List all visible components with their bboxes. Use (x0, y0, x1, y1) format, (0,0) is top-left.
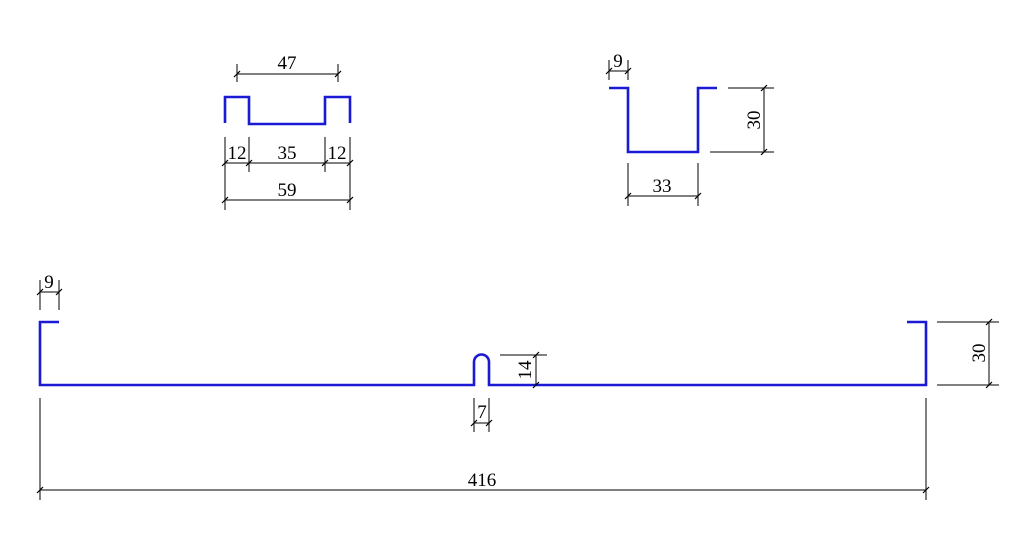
dimension-416: 416 (36, 398, 930, 500)
dimension-row-12-35-12: 12 35 12 (221, 137, 354, 172)
dimension-30-top-label: 30 (744, 111, 765, 130)
dimension-7-label: 7 (477, 402, 487, 423)
dimension-7: 7 (470, 398, 493, 432)
dimension-416-label: 416 (468, 470, 497, 491)
dimension-14-label: 14 (515, 360, 536, 380)
dimension-9-top-label: 9 (613, 51, 623, 72)
dimension-30-main-label: 30 (969, 344, 990, 363)
dimension-33: 33 (624, 163, 702, 206)
dimension-right-lip-label: 12 (328, 143, 347, 164)
dimension-47-label: 47 (278, 53, 297, 74)
detail-top-left-profile (223, 95, 352, 126)
dimension-9-top: 9 (605, 51, 632, 80)
dimension-left-lip-label: 12 (228, 143, 247, 164)
dimension-middle-label: 35 (278, 143, 297, 164)
dimension-59-label: 59 (278, 180, 297, 201)
dimension-14: 14 (500, 351, 547, 389)
dimension-33-label: 33 (653, 176, 672, 197)
dimension-47: 47 (233, 53, 342, 82)
dimension-9-main-label: 9 (44, 272, 54, 293)
dimension-30-main: 30 (937, 318, 999, 389)
main-section: 9 14 7 416 (36, 272, 999, 500)
dimension-9-main: 9 (36, 272, 63, 310)
detail-top-left: 47 12 35 12 59 (221, 53, 354, 210)
dimension-30-top: 30 (710, 84, 774, 156)
detail-top-right: 9 30 33 (605, 51, 774, 206)
main-section-profile (38, 320, 928, 387)
dimension-59: 59 (221, 172, 354, 210)
detail-top-right-profile (609, 86, 717, 154)
